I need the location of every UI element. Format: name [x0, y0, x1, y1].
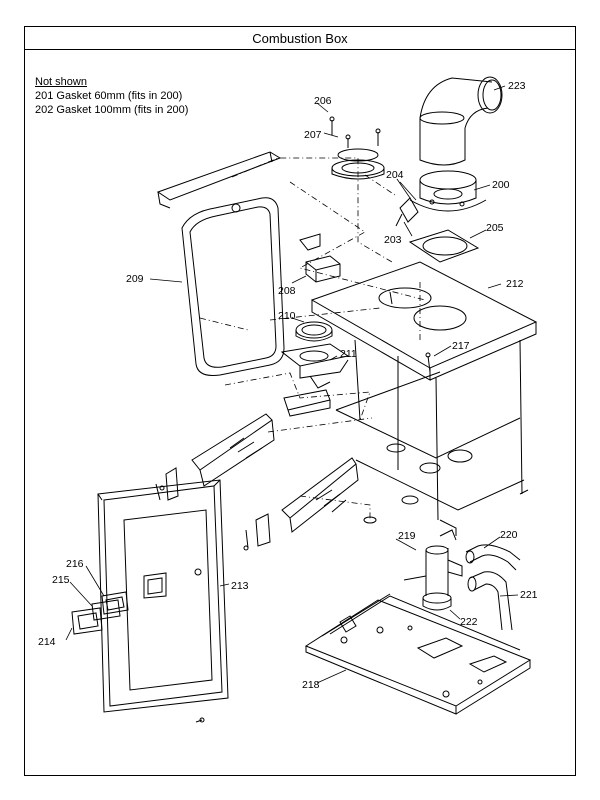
label-211: 211 [340, 348, 357, 360]
screws-206 [329, 116, 381, 148]
note-line-202: 202 Gasket 100mm (fits in 200) [35, 104, 189, 116]
side-bracket-lower [245, 457, 377, 549]
label-215: 215 [52, 574, 70, 586]
note-line-201: 201 Gasket 60mm (fits in 200) [35, 90, 183, 102]
part-203-204-clamp [395, 197, 419, 227]
diagram-frame: Combustion Box Not shown 201 Gasket 60mm… [24, 26, 576, 776]
part-200-flue-turret [409, 170, 487, 212]
label-217: 217 [452, 340, 470, 352]
part-220-hose [465, 544, 521, 571]
label-208: 208 [278, 285, 296, 297]
part-209-expansion-vessel [181, 197, 285, 376]
label-204: 204 [386, 169, 404, 181]
front-panel-screws [159, 485, 249, 723]
label-213: 213 [231, 580, 249, 592]
label-200: 200 [492, 179, 510, 191]
diagram-title: Combustion Box [25, 27, 575, 50]
part-221-hose [467, 571, 513, 631]
label-219: 219 [398, 530, 416, 542]
label-209: 209 [126, 273, 144, 285]
screw-217 [425, 352, 431, 373]
label-214: 214 [38, 636, 56, 648]
label-210: 210 [278, 310, 296, 322]
label-203: 203 [384, 234, 402, 246]
part-213-front-panel [97, 479, 229, 713]
venturi-bracket [283, 389, 331, 417]
part-214-window-frame [71, 607, 103, 635]
label-207: 207 [304, 129, 322, 141]
notes-header: Not shown [35, 76, 87, 88]
label-216: 216 [66, 558, 84, 570]
part-208-sensor [299, 233, 341, 283]
top-mounting-bracket [156, 151, 282, 209]
part-207-flue-ring [331, 148, 385, 180]
part-218-base-tray [304, 593, 532, 715]
label-223: 223 [508, 80, 526, 92]
label-205: 205 [486, 222, 504, 234]
part-210-ring [295, 321, 333, 342]
not-shown-notes: Not shown 201 Gasket 60mm (fits in 200) … [35, 75, 188, 117]
label-212: 212 [506, 278, 524, 290]
label-222: 222 [460, 616, 478, 628]
label-220: 220 [500, 529, 518, 541]
label-206: 206 [314, 95, 332, 107]
part-205-gasket [408, 229, 480, 263]
part-215-window [91, 599, 121, 621]
label-221: 221 [520, 589, 538, 601]
part-212-combustion-box [310, 261, 538, 536]
part-211-venturi [280, 343, 350, 389]
leader-lines [65, 85, 519, 684]
side-bracket-upper [155, 413, 275, 501]
label-218: 218 [302, 679, 320, 691]
part-219-condensate-trap [403, 529, 463, 611]
part-216-seal [101, 591, 129, 615]
part-223-flue-elbow [419, 76, 503, 166]
